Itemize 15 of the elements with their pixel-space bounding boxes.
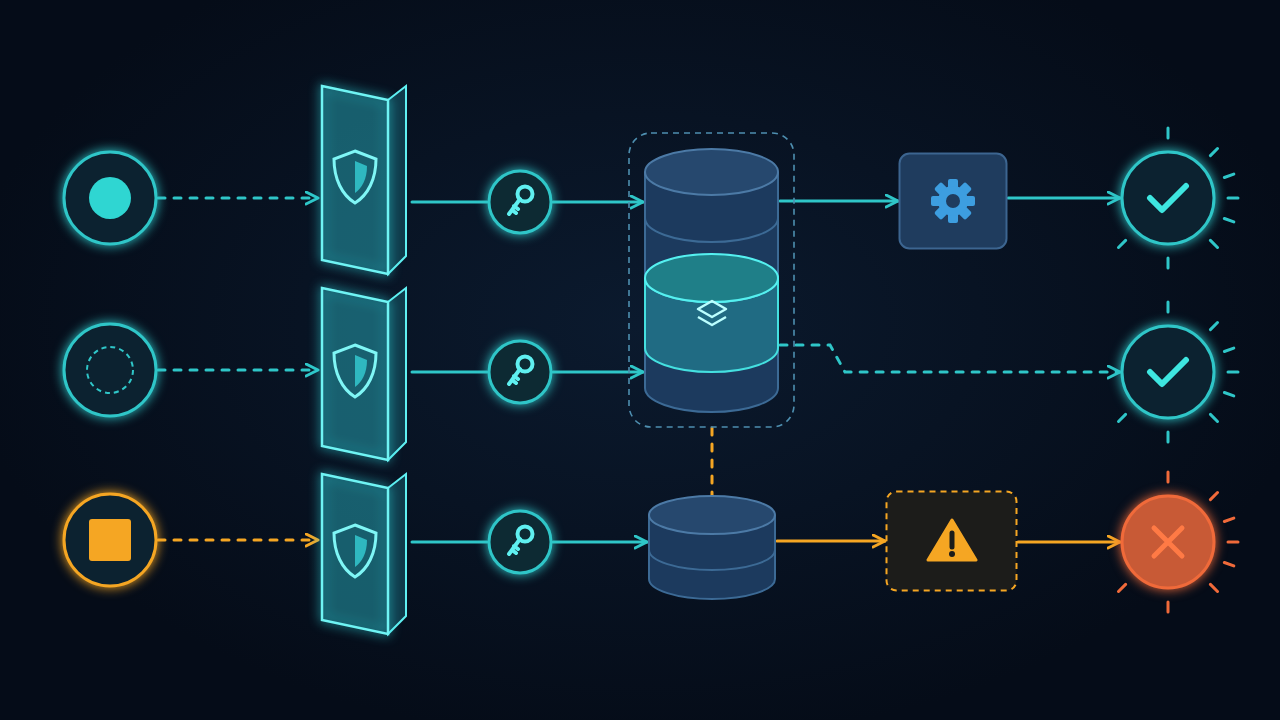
connector-line bbox=[410, 540, 489, 544]
connector-line bbox=[410, 200, 489, 204]
connector-line bbox=[710, 426, 714, 497]
connector-arrow bbox=[156, 362, 320, 378]
connector-arrow bbox=[1006, 190, 1122, 206]
connector-arrow bbox=[156, 532, 320, 548]
connector-arrow bbox=[551, 534, 649, 550]
connector-arrow bbox=[1016, 534, 1122, 550]
connector-arrow bbox=[775, 533, 887, 549]
connector-arrow bbox=[156, 190, 320, 206]
connector-line bbox=[410, 370, 489, 374]
connector-arrow bbox=[551, 364, 645, 380]
connector-arrow bbox=[778, 343, 1122, 380]
connector-arrow bbox=[551, 194, 645, 210]
connector-arrow bbox=[778, 193, 900, 209]
